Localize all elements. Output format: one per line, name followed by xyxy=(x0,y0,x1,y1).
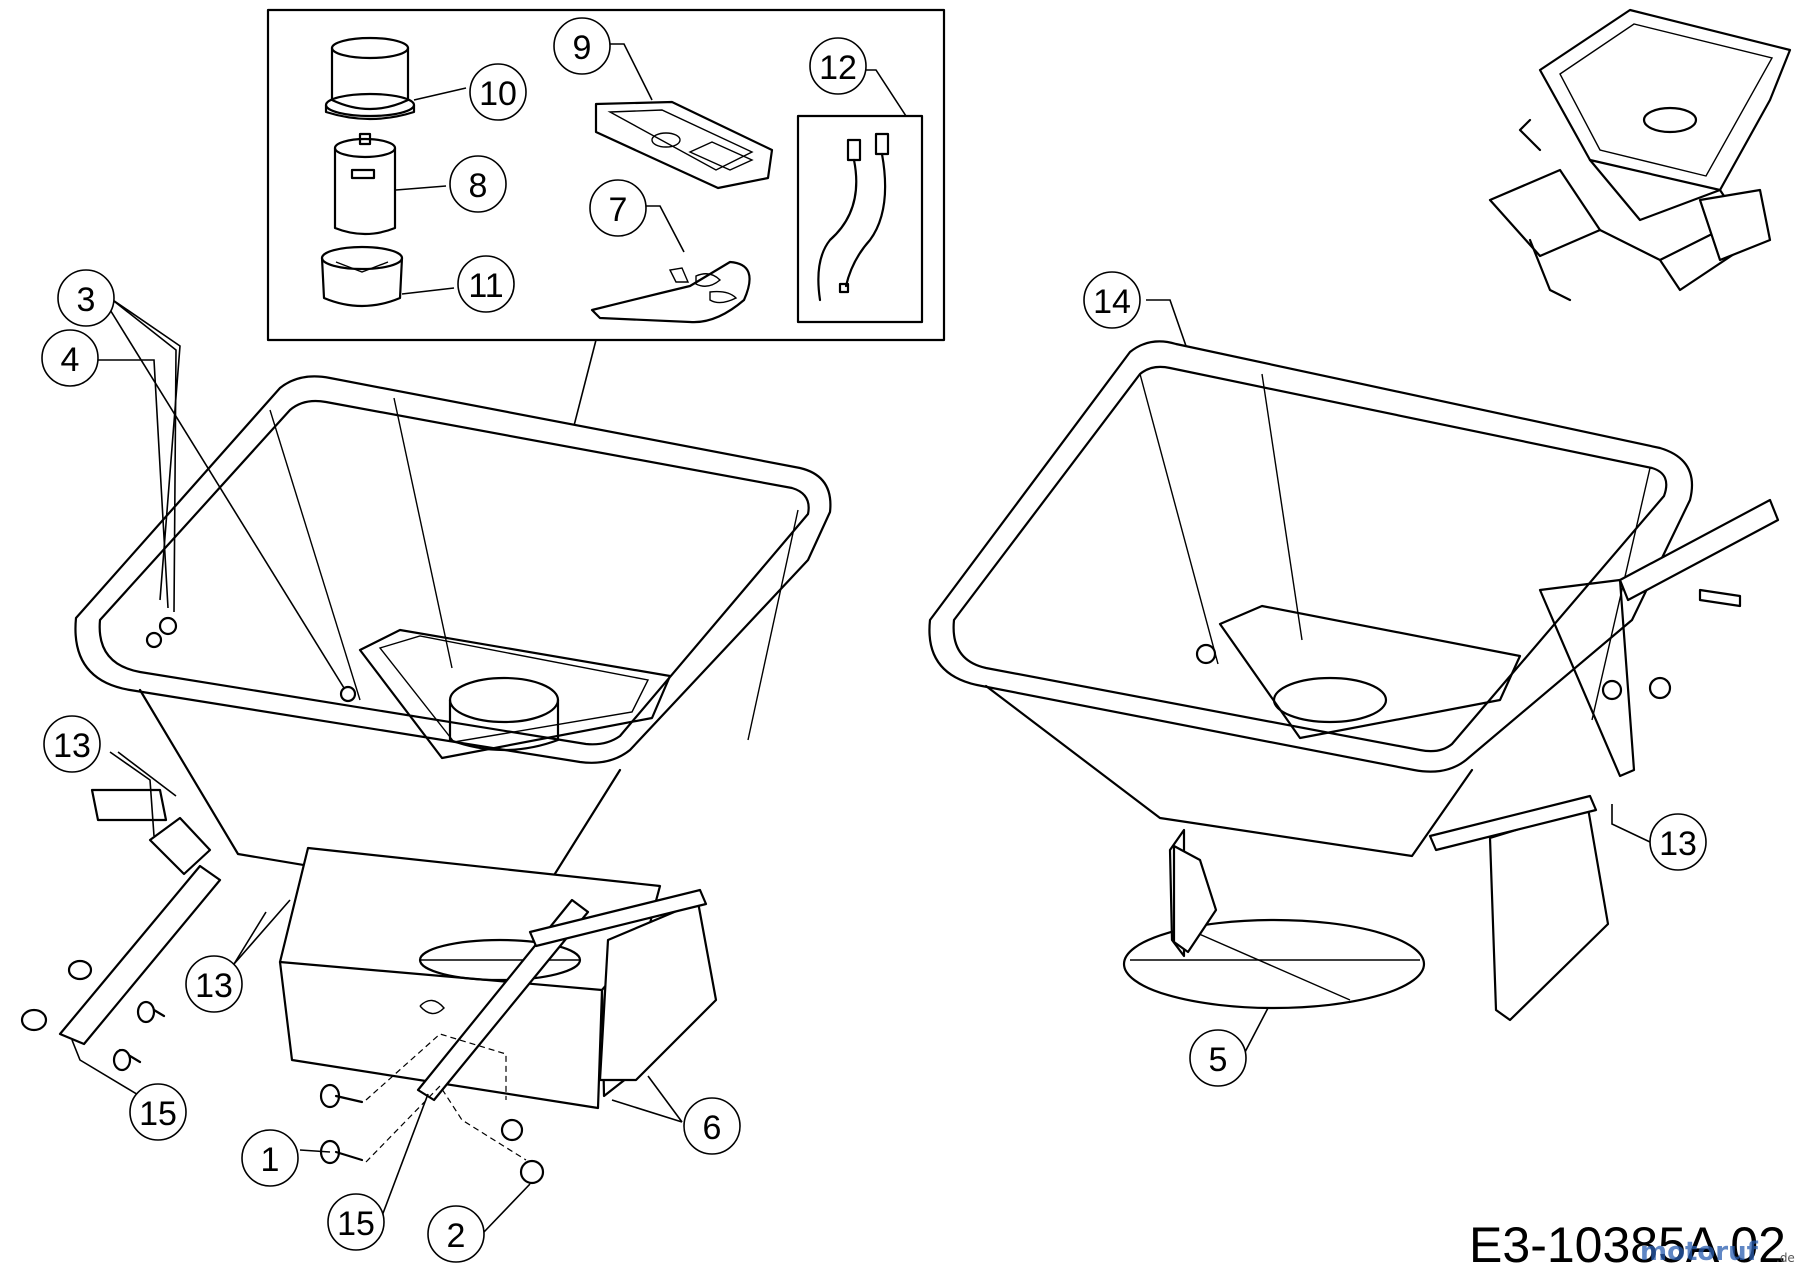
callout-10: 10 xyxy=(469,63,527,121)
svg-text:7: 7 xyxy=(609,191,628,229)
callout-3: 3 xyxy=(57,269,115,327)
svg-text:1: 1 xyxy=(261,1141,280,1179)
leader-11 xyxy=(401,287,455,295)
svg-text:4: 4 xyxy=(61,341,80,379)
svg-text:6: 6 xyxy=(703,1109,722,1147)
svg-text:12: 12 xyxy=(819,49,857,87)
callout-11: 11 xyxy=(457,255,515,313)
part-10-motor-cover xyxy=(324,36,416,121)
leader-lines xyxy=(71,297,1651,1233)
callout-12: 12 xyxy=(809,37,867,95)
hardware-left xyxy=(20,959,545,1185)
callout-5: 5 xyxy=(1189,1029,1247,1087)
part-7-spinner-plate xyxy=(590,260,751,324)
part-11-motor-ring xyxy=(320,245,404,308)
overview-illustration xyxy=(1488,8,1792,302)
svg-text:14: 14 xyxy=(1093,283,1131,321)
svg-text:3: 3 xyxy=(77,281,96,319)
callout-13-bottom: 13 xyxy=(185,955,243,1013)
svg-text:13: 13 xyxy=(1659,825,1697,863)
svg-text:5: 5 xyxy=(1209,1041,1228,1079)
callout-13-right: 13 xyxy=(1649,813,1707,871)
watermark-suffix: .de xyxy=(1776,1251,1795,1265)
callout-1: 1 xyxy=(241,1129,299,1187)
svg-text:13: 13 xyxy=(53,727,91,765)
callout-13-left: 13 xyxy=(43,715,101,773)
callout-7: 7 xyxy=(589,179,647,237)
left-hopper-assembly xyxy=(20,375,832,1185)
svg-text:8: 8 xyxy=(469,167,488,205)
svg-text:10: 10 xyxy=(479,75,517,113)
callout-15-left: 15 xyxy=(129,1083,187,1141)
svg-text:13: 13 xyxy=(195,967,233,1005)
leader-9 xyxy=(606,43,653,101)
svg-text:15: 15 xyxy=(337,1205,375,1243)
callout-8: 8 xyxy=(449,155,507,213)
svg-text:15: 15 xyxy=(139,1095,177,1133)
callout-6: 6 xyxy=(683,1097,741,1155)
detail-inset xyxy=(266,8,946,342)
svg-text:11: 11 xyxy=(468,267,503,305)
right-hopper-assembly xyxy=(928,340,1780,1022)
part-9-mounting-plate xyxy=(594,100,774,190)
part-8-motor xyxy=(333,132,397,236)
leader-12 xyxy=(862,69,907,117)
leader-8 xyxy=(395,185,447,191)
callout-9: 9 xyxy=(553,17,611,75)
callout-14: 14 xyxy=(1083,271,1141,329)
callout-15-center: 15 xyxy=(327,1193,385,1251)
svg-text:9: 9 xyxy=(573,29,592,67)
watermark-text: motoruf xyxy=(1640,1237,1759,1267)
callout-2: 2 xyxy=(427,1205,485,1263)
svg-text:2: 2 xyxy=(447,1217,466,1255)
leader-10 xyxy=(413,87,467,101)
leader-7 xyxy=(642,205,685,253)
callout-4: 4 xyxy=(41,329,99,387)
watermark-logo: motoruf .de xyxy=(1640,1237,1795,1267)
diagram-code: E3-10385A 02 xyxy=(1469,1217,1786,1272)
part-12-wire-harness xyxy=(796,114,924,324)
